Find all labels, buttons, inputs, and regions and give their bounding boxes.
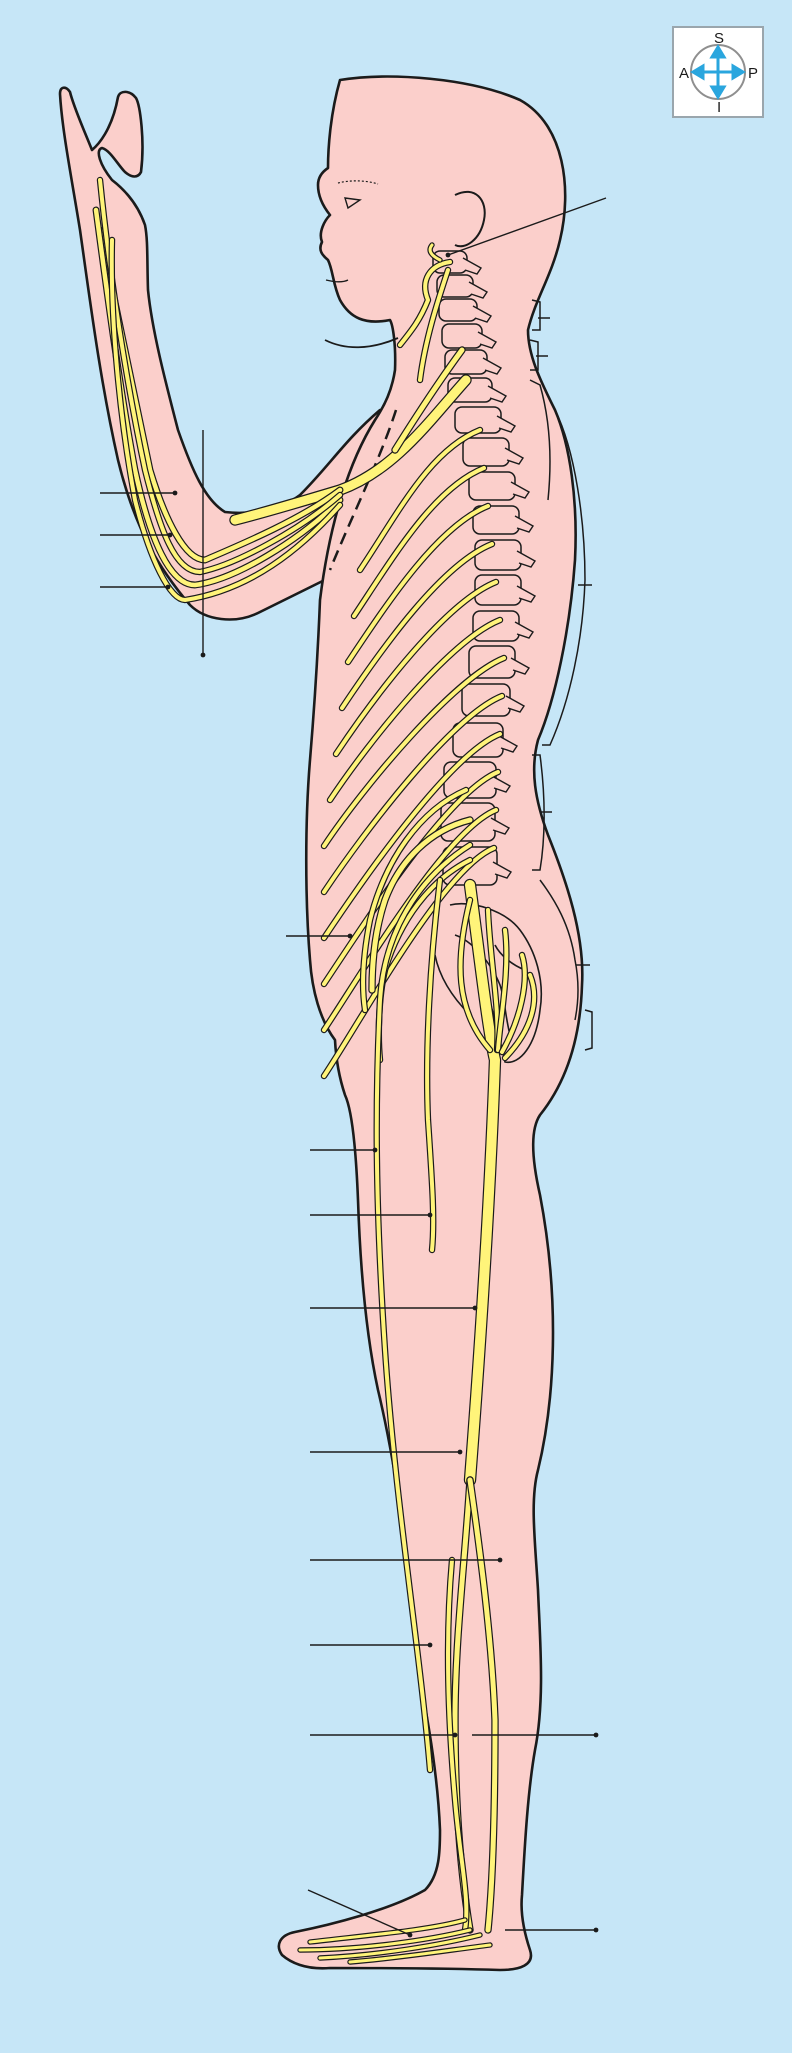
leader-dot [167,532,173,538]
nerve [322,694,504,894]
leader-dot [427,1642,433,1648]
leader-dot [497,1557,503,1563]
nerve-network [92,176,538,1965]
spinous-process [516,550,537,568]
leader-dot [457,1449,463,1455]
leader-dot [593,1732,599,1738]
leader-line [307,1889,411,1936]
nerve [398,260,452,347]
nerve [418,268,450,382]
leader-line [447,197,607,256]
nerve [322,846,496,1078]
spinous-process [487,385,508,403]
nerve [358,428,482,572]
spinal-region-brackets [529,299,593,1051]
compass-arrows-icon [690,44,746,100]
spinous-process [472,305,493,323]
spinous-process [505,695,526,713]
spinous-process [492,861,513,879]
mouth [325,279,349,283]
leader-dot [445,252,451,258]
nerve [322,656,506,848]
vertebra [472,610,520,642]
nerve [503,973,537,1060]
sacral-bracket [539,879,579,1021]
spinous-process [516,585,537,603]
spinous-process [510,481,531,499]
nerve [392,347,465,453]
anterior-label: A [679,65,690,82]
vertebra [468,471,516,501]
nerve [352,466,486,618]
nerve [369,817,473,993]
nerve [340,542,494,710]
spinous-process [482,357,503,375]
nerve [298,1928,472,1952]
leader-dot [200,652,206,658]
nerve [322,732,502,940]
ear [454,190,486,248]
label-pointers [100,197,607,1938]
superior-label: S [714,30,725,47]
vertebra [461,683,511,717]
coccygeal-bracket [584,1009,593,1051]
thoracic-bracket [542,409,586,746]
spinous-process [504,447,525,465]
posterior-label: P [748,65,759,82]
eye [344,197,362,210]
nerve [496,928,509,1052]
inferior-label: I [717,99,722,116]
nerve [348,1943,492,1964]
lumbar-bracket-1 [532,754,545,871]
leader-dot [427,1212,433,1218]
spinous-process [477,331,498,349]
cervical-bracket-3 [529,379,551,501]
spinous-process [514,621,535,639]
spinous-process [491,775,512,793]
nerve [500,953,527,1054]
nerve [230,375,471,525]
brow [337,180,379,185]
spinous-process [514,515,535,533]
nerve [428,243,442,262]
spinous-process [462,257,483,275]
leader-dot [472,1305,478,1311]
leader-dot [452,1732,458,1738]
nerve [374,843,472,1772]
nerve [467,1477,498,1933]
nerve [109,238,342,602]
leader-dot [372,1147,378,1153]
nerve [334,580,498,756]
vertebra [441,323,483,349]
nerve [465,880,500,1485]
nerve [425,878,442,1252]
cervical-bracket-1 [531,299,541,331]
vertebra [462,437,510,467]
vertebra [474,539,522,571]
nerve [361,788,468,1012]
spinous-process [496,415,517,433]
nerve [318,1933,482,1960]
leader-dot [165,584,171,590]
spinous-process [490,817,511,835]
axilla-dashed-line [328,409,398,571]
vertebra [438,298,478,322]
nerve [346,504,490,664]
leader-dot [593,1927,599,1933]
spinous-process [468,281,489,299]
jaw-line [324,337,399,349]
leader-dot [407,1932,413,1938]
leader-dot [347,933,353,939]
nerve [446,1558,469,1932]
nerve [328,618,502,802]
spinous-process [510,657,531,675]
spinous-process [498,735,519,753]
nerve [308,1918,467,1944]
nerve [458,898,492,1052]
leader-dot [172,490,178,496]
orientation-compass: S I A P [672,26,764,118]
